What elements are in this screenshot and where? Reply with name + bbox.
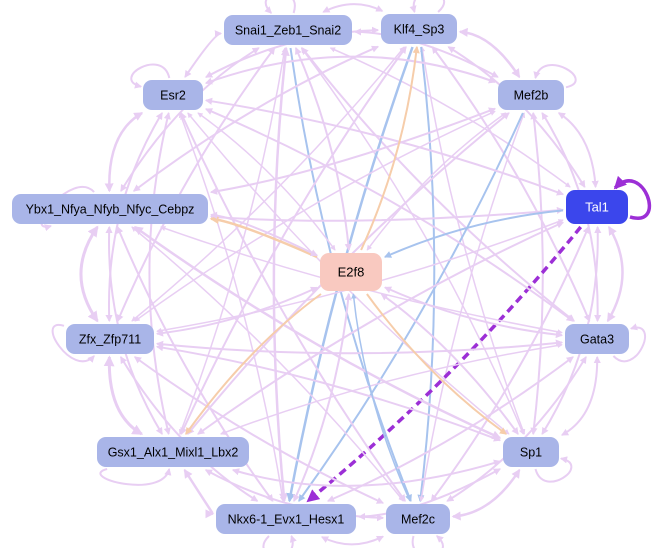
edge-Zfx_Zfp711-to-Ybx1_Nfya_Nfyb_Nfyc_Cebpz bbox=[79, 225, 99, 323]
edge-Ybx1_Nfya_Nfyb_Nfyc_Cebpz-to-E2f8 bbox=[209, 211, 318, 257]
edge-Tal1-to-Ybx1_Nfya_Nfyb_Nfyc_Cebpz bbox=[209, 206, 565, 222]
node-box[interactable] bbox=[498, 80, 564, 110]
self-loop-edge-Sp1 bbox=[534, 456, 573, 483]
node-box[interactable] bbox=[565, 324, 629, 354]
node-E2f8[interactable]: E2f8 bbox=[320, 253, 382, 291]
edge-Gata3-to-Zfx_Zfp711 bbox=[155, 339, 564, 355]
edge-Tal1-to-Gata3 bbox=[606, 225, 624, 323]
edge-Esr2-to-Snai1_Zeb1_Snai2 bbox=[184, 30, 223, 78]
edge-Mef2b-to-E2f8 bbox=[366, 112, 507, 251]
self-loop-edge-Nkx6-1_Evx1_Hesx1 bbox=[262, 534, 297, 548]
edge-Nkx6-1_Evx1_Hesx1-to-Gsx1_Alx1_Mixl1_Lbx2 bbox=[183, 468, 215, 518]
self-loop-edge-Zfx_Zfp711 bbox=[51, 323, 95, 363]
node-Nkx6-1_Evx1_Hesx1[interactable]: Nkx6-1_Evx1_Hesx1 bbox=[216, 504, 356, 534]
edge-Gata3-to-Gsx1_Alx1_Mixl1_Lbx2 bbox=[220, 342, 563, 435]
edge-Mef2b-to-Esr2 bbox=[204, 55, 497, 85]
edge-Gata3-to-Nkx6-1_Evx1_Hesx1 bbox=[327, 356, 574, 502]
self-loop-edge-Klf4_Sp3 bbox=[409, 0, 446, 14]
node-Gata3[interactable]: Gata3 bbox=[565, 324, 629, 354]
edge-Mef2c-to-E2f8 bbox=[351, 293, 411, 502]
edge-Zfx_Zfp711-to-E2f8 bbox=[155, 286, 318, 337]
node-box[interactable] bbox=[12, 194, 208, 224]
edge-Snai1_Zeb1_Snai2-to-Nkx6-1_Evx1_Hesx1 bbox=[272, 46, 290, 503]
node-Tal1[interactable]: Tal1 bbox=[566, 190, 628, 224]
edge-Esr2-to-E2f8 bbox=[197, 112, 336, 251]
edge-Gsx1_Alx1_Mixl1_Lbx2-to-Zfx_Zfp711 bbox=[103, 355, 144, 436]
node-Klf4_Sp3[interactable]: Klf4_Sp3 bbox=[381, 14, 457, 44]
node-box[interactable] bbox=[216, 504, 356, 534]
edge-Gsx1_Alx1_Mixl1_Lbx2-to-Esr2 bbox=[148, 111, 171, 436]
node-Ybx1_Nfya_Nfyb_Nfyc_Cebpz[interactable]: Ybx1_Nfya_Nfyb_Nfyc_Cebpz bbox=[12, 194, 208, 224]
node-box[interactable] bbox=[97, 437, 249, 467]
edge-Klf4_Sp3-to-Mef2b bbox=[458, 27, 521, 79]
node-box[interactable] bbox=[66, 324, 154, 354]
edge-Tal1-to-E2f8 bbox=[384, 209, 564, 258]
node-box[interactable] bbox=[320, 253, 382, 291]
node-box[interactable] bbox=[386, 504, 450, 534]
self-loop-edge-Mef2c bbox=[411, 535, 444, 548]
self-loop-edge-Snai1_Zeb1_Snai2 bbox=[264, 0, 296, 14]
node-box[interactable] bbox=[503, 437, 559, 467]
self-loop-edge-Gsx1_Alx1_Mixl1_Lbx2 bbox=[99, 467, 172, 486]
node-box[interactable] bbox=[143, 80, 203, 110]
node-Gsx1_Alx1_Mixl1_Lbx2[interactable]: Gsx1_Alx1_Mixl1_Lbx2 bbox=[97, 437, 249, 467]
self-loop-edge-Esr2 bbox=[130, 63, 171, 89]
edge-Mef2c-to-Nkx6-1_Evx1_Hesx1 bbox=[321, 535, 384, 546]
edge-Sp1-to-Gsx1_Alx1_Mixl1_Lbx2 bbox=[231, 459, 502, 487]
self-loop-edge-Mef2b bbox=[533, 64, 577, 89]
node-Mef2b[interactable]: Mef2b bbox=[498, 80, 564, 110]
edge-Sp1-to-E2f8 bbox=[380, 293, 519, 435]
self-loop-edge-Gata3 bbox=[612, 323, 646, 363]
node-box[interactable] bbox=[224, 15, 352, 45]
node-Snai1_Zeb1_Snai2[interactable]: Snai1_Zeb1_Snai2 bbox=[224, 15, 352, 45]
node-Mef2c[interactable]: Mef2c bbox=[386, 504, 450, 534]
edge-Nkx6-1_Evx1_Hesx1-to-E2f8 bbox=[293, 292, 352, 502]
node-Zfx_Zfp711[interactable]: Zfx_Zfp711 bbox=[66, 324, 154, 354]
edge-Snai1_Zeb1_Snai2-to-Klf4_Sp3 bbox=[322, 3, 384, 13]
self-loop-edge-Tal1 bbox=[613, 175, 652, 220]
node-Sp1[interactable]: Sp1 bbox=[503, 437, 559, 467]
node-box[interactable] bbox=[566, 190, 628, 224]
edge-Ybx1_Nfya_Nfyb_Nfyc_Cebpz-to-Esr2 bbox=[104, 111, 144, 193]
node-box[interactable] bbox=[381, 14, 457, 44]
node-Esr2[interactable]: Esr2 bbox=[143, 80, 203, 110]
edge-Klf4_Sp3-to-Mef2c bbox=[417, 46, 436, 503]
